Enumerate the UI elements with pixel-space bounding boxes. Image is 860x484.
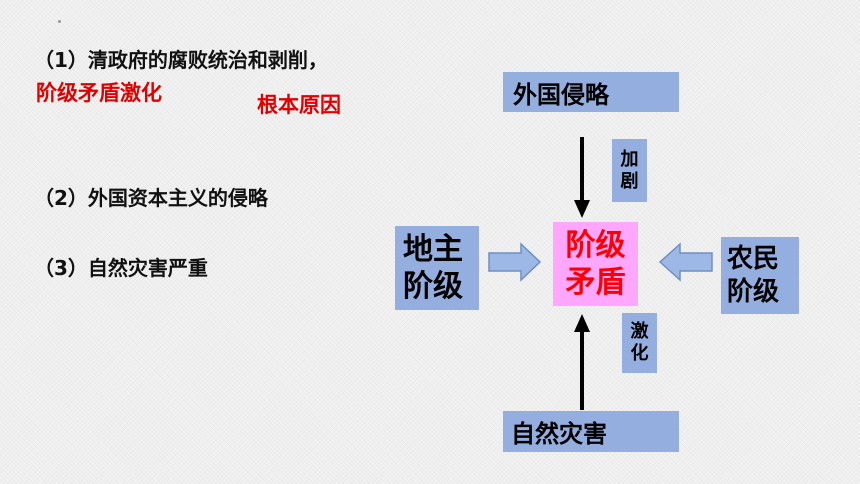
right-block-arrow [488, 242, 542, 282]
class-conflict-line-1: 阶级 [565, 227, 626, 263]
point-2-text: （2）外国资本主义的侵略 [34, 186, 268, 210]
foreign-invasion-box: 外国侵略 [503, 72, 679, 112]
class-conflict-box: 阶级 矛盾 [553, 222, 638, 306]
point-3-text: （3）自然灾害严重 [34, 256, 208, 280]
down-arrow [574, 137, 590, 218]
landlord-class-line-2: 阶级 [403, 269, 463, 304]
landlord-class-box: 地主 阶级 [395, 226, 479, 310]
point-1-text: （1）清政府的腐败统治和剥削， [34, 48, 328, 72]
intensify-tag-char-1: 加 [620, 148, 639, 170]
peasant-class-line-1: 农民 [727, 244, 780, 274]
intensify-tag-char-2: 剧 [620, 170, 639, 192]
peasant-class-box: 农民 阶级 [721, 237, 799, 314]
peasant-class-line-2: 阶级 [727, 276, 780, 307]
left-block-arrow [658, 242, 713, 282]
class-conflict-intensified-label: 阶级矛盾激化 [36, 81, 162, 105]
intensify-tag: 加 剧 [612, 139, 647, 202]
decorative-dot [58, 20, 61, 23]
intensified-tag-char-2: 化 [630, 343, 649, 364]
natural-disaster-box: 自然灾害 [503, 411, 679, 452]
class-conflict-line-2: 矛盾 [565, 265, 626, 300]
up-arrow [574, 314, 590, 410]
landlord-class-line-1: 地主 [403, 231, 463, 267]
intensified-tag: 激 化 [622, 313, 657, 373]
root-cause-label: 根本原因 [257, 93, 341, 117]
intensified-tag-char-1: 激 [630, 321, 649, 343]
